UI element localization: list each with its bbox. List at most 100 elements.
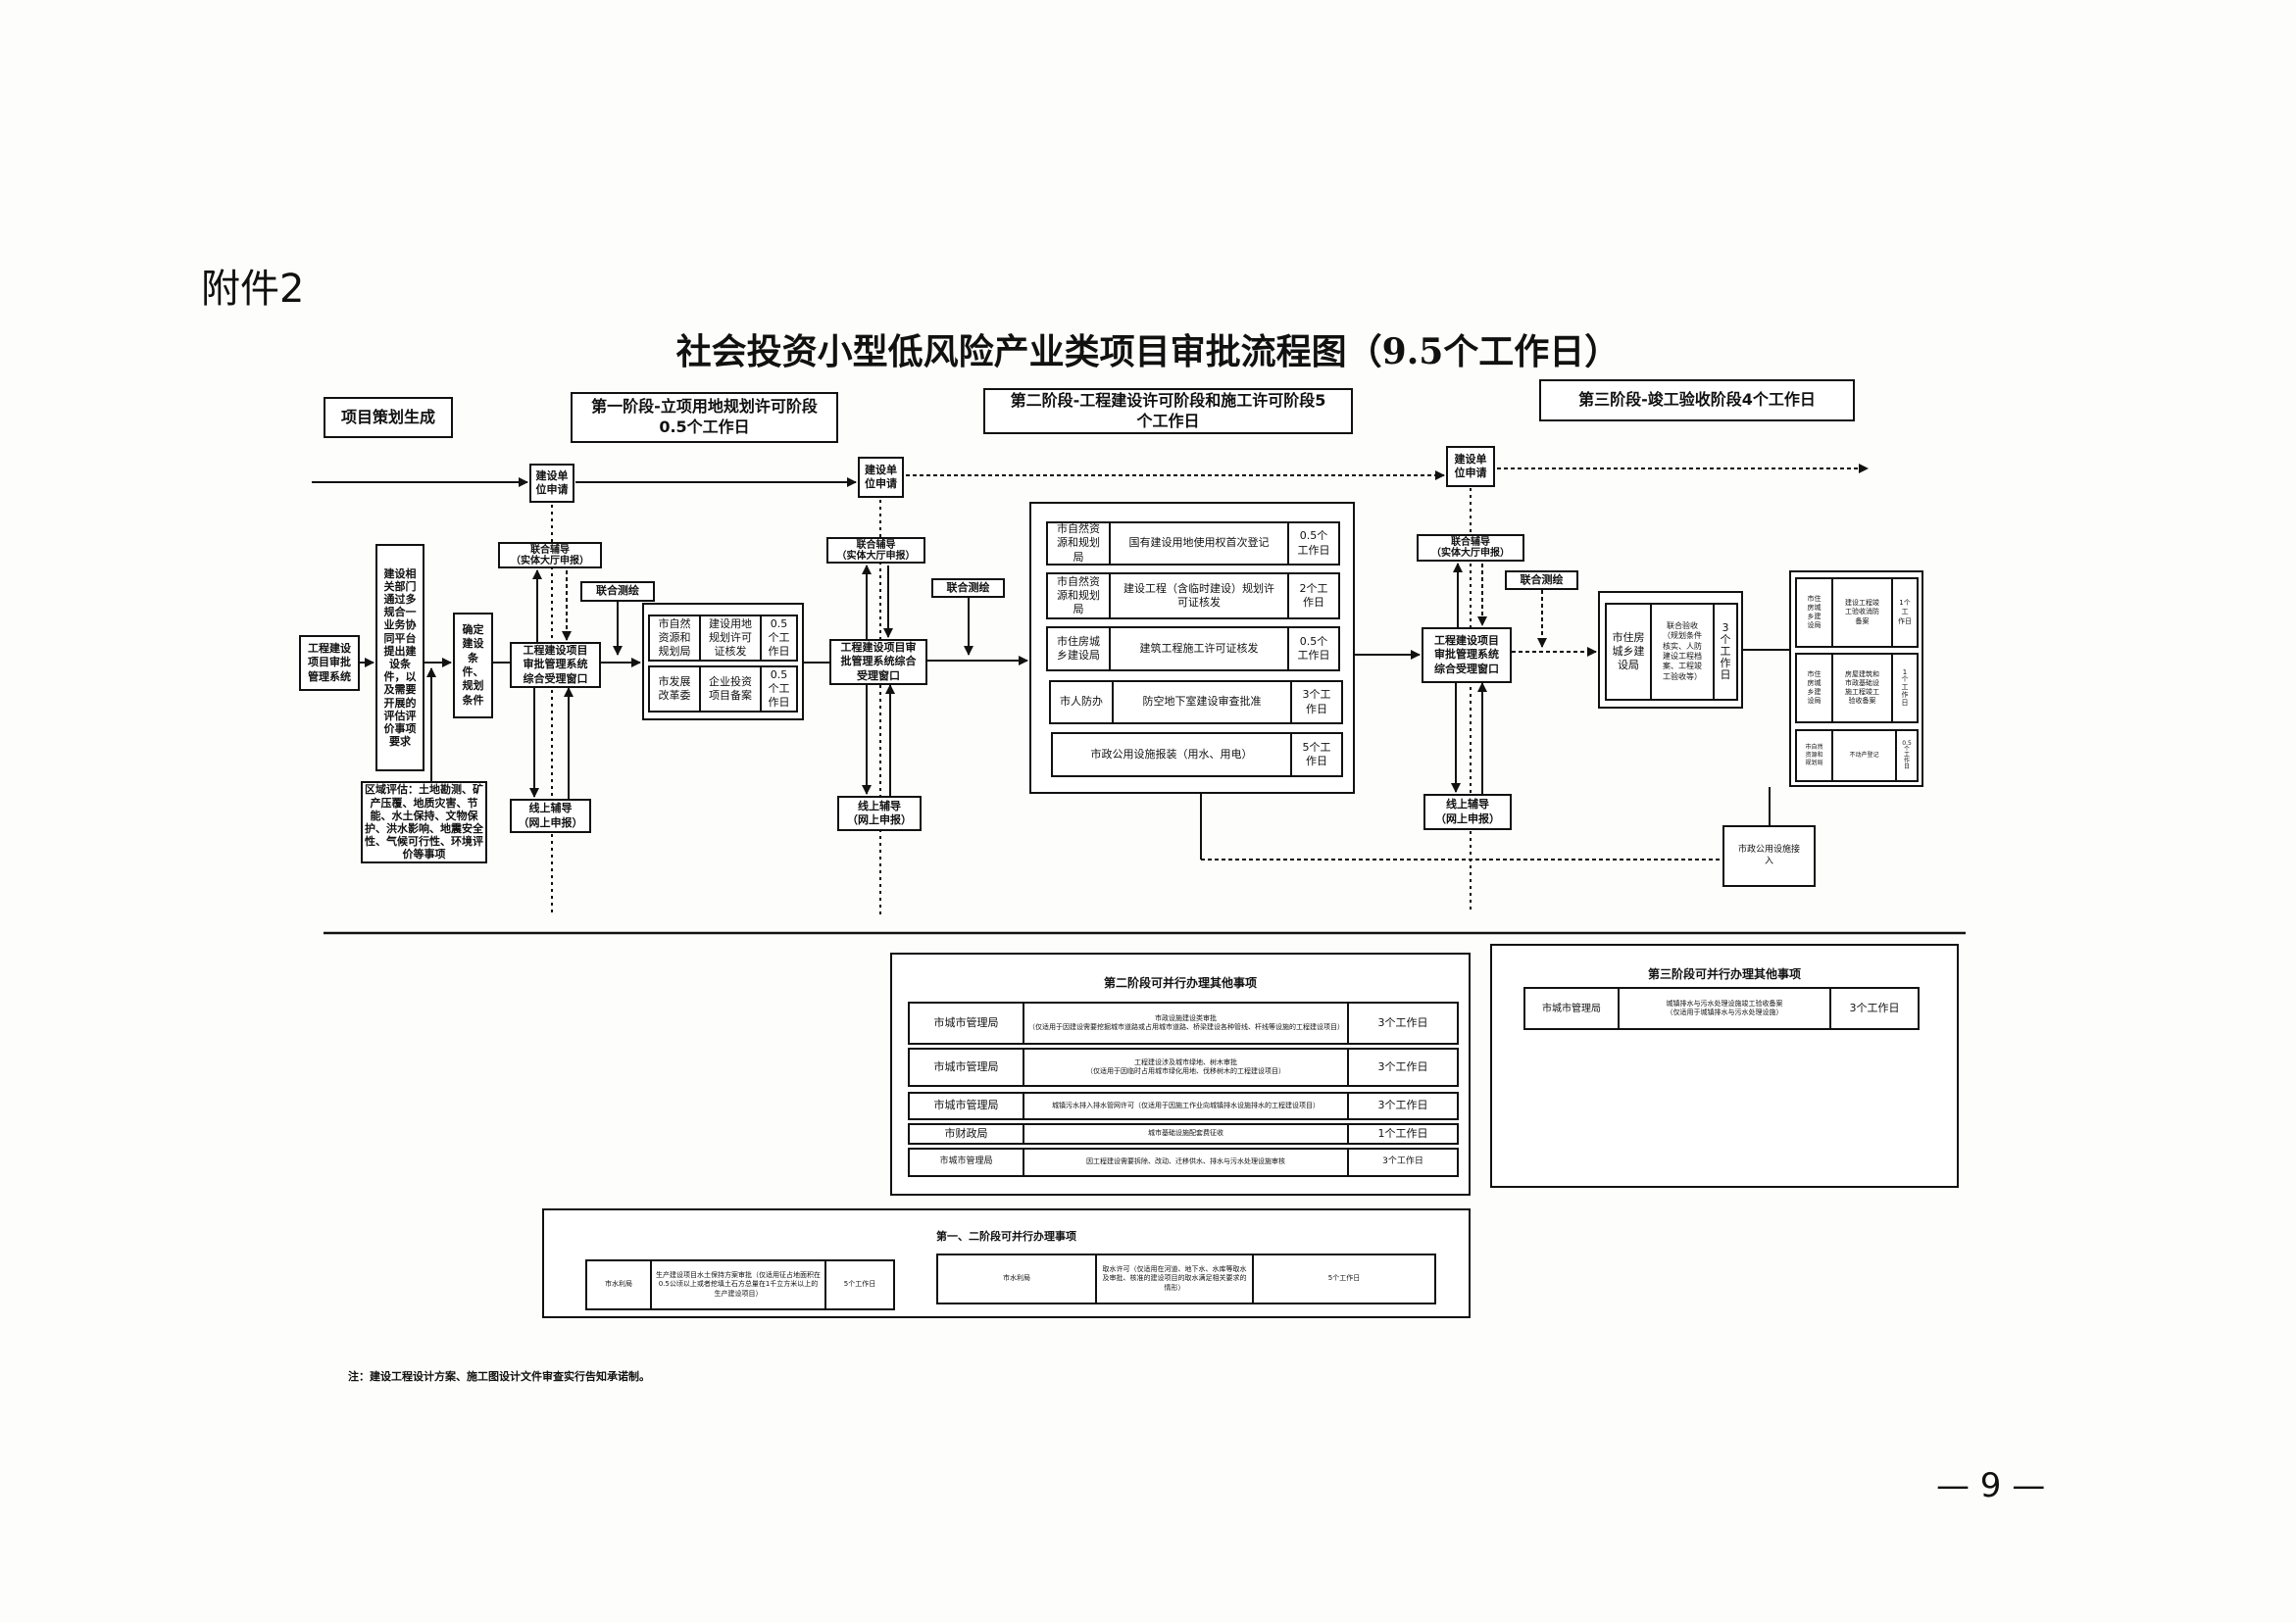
item-cell: 工程建设涉及城市绿地、树木审批 （仅适用于因临时占用城市绿化用地、伐移树木的工程… bbox=[1023, 1050, 1347, 1085]
joint-survey-box-2: 联合测绘 bbox=[931, 578, 1005, 598]
parallel-stage2-panel: 第二阶段可并行办理其他事项 市城市管理局 市政设施建设类审批 （仅适用于因建设需… bbox=[890, 953, 1471, 1196]
stage2-item-row: 市政公用设施报装（用水、用电） 5个工 作日 bbox=[1051, 732, 1343, 777]
attachment-label: 附件2 bbox=[201, 267, 305, 312]
time-cell: 3个工作日 bbox=[1347, 1050, 1457, 1085]
dept-cell: 市财政局 bbox=[944, 1126, 988, 1140]
joint-acceptance-row: 市住房 城乡建 设局 联合验收 （规划条件 核实、人防 建设工程档 案、工程竣 … bbox=[1605, 603, 1738, 701]
parallel-stage2-row: 市城市管理局 工程建设涉及城市绿地、树木审批 （仅适用于因临时占用城市绿化用地、… bbox=[908, 1048, 1459, 1087]
dept-cell: 市城市管理局 bbox=[933, 1099, 999, 1112]
dept-cell: 市住房城 乡建设局 bbox=[1057, 634, 1100, 662]
item-cell: 生产建设项目水土保持方案审批（仅适用征占地面积在0.5公顷以上或者挖填土石方总量… bbox=[650, 1261, 824, 1308]
item-cell: 取水许可（仅适用在河道、地下水、水库等取水及审批、核准的建设项目的取水满足相关要… bbox=[1095, 1255, 1252, 1303]
stage2-item-row: 市自然资 源和规划 局 国有建设用地使用权首次登记 0.5个 工作日 bbox=[1046, 521, 1340, 566]
item-cell: 市政公用设施报装（用水、用电） bbox=[1090, 747, 1253, 761]
dept-cell: 市城市管理局 bbox=[933, 1059, 999, 1073]
time-cell: 3个工 作日 bbox=[1290, 682, 1341, 722]
stage-header-planning: 项目策划生成 bbox=[324, 397, 453, 438]
joint-survey-box-3: 联合测绘 bbox=[1505, 570, 1578, 590]
dept-cell: 市住 房城 乡建 设局 bbox=[1807, 669, 1822, 706]
item-cell: 市政设施建设类审批 （仅适用于因建设需要挖掘城市道路或占用城市道路、桥梁建设各种… bbox=[1023, 1004, 1347, 1043]
dept-cell: 市水利局 bbox=[605, 1280, 632, 1289]
page-number: — 9 — bbox=[1936, 1466, 2046, 1505]
stage3-final-group: 市住 房城 乡建 设局 建设工程竣 工验收消防 备案 1个 工 作日 市住 房城… bbox=[1789, 570, 1923, 787]
dept-cell: 市发展 改革委 bbox=[658, 674, 691, 702]
stage-header-stage3: 第三阶段-竣工验收阶段4个工作日 bbox=[1539, 379, 1855, 421]
time-cell: 3个工作日 bbox=[1347, 1004, 1457, 1043]
dept-cell: 市自然 资源和 规划局 bbox=[1805, 744, 1823, 766]
receipt-window-3: 工程建设项目 审批管理系统 综合受理窗口 bbox=[1422, 627, 1512, 683]
parallel-stage3-panel: 第三阶段可并行办理其他事项 市城市管理局 城镇排水与污水处理设施竣工验收备案 （… bbox=[1490, 944, 1959, 1188]
stage-header-stage1: 第一阶段-立项用地规划许可阶段 0.5个工作日 bbox=[571, 392, 838, 443]
dept-cell: 市城市管理局 bbox=[933, 1015, 999, 1029]
parallel-stage2-heading: 第二阶段可并行办理其他事项 bbox=[1103, 976, 1257, 990]
item-cell: 房屋建筑和 市政基础设 施工程竣工 验收备案 bbox=[1831, 655, 1891, 721]
time-cell: 0.5 个 工 作 日 bbox=[1895, 731, 1917, 780]
time-cell: 5个工作日 bbox=[1252, 1255, 1434, 1303]
parallel-stage2-row: 市城市管理局 市政设施建设类审批 （仅适用于因建设需要挖掘城市道路或占用城市道路… bbox=[908, 1002, 1459, 1045]
stage1-approval-group: 市自然 资源和 规划局 建设用地 规划许可 证核发 0.5 个工 作日 市发展 … bbox=[642, 603, 804, 720]
applicant-box-2: 建设单 位申请 bbox=[858, 457, 904, 498]
item-cell: 企业投资 项目备案 bbox=[699, 667, 760, 711]
item-cell: 城镇排水与污水处理设施竣工验收备案 （仅适用于城镇排水与污水处理设施） bbox=[1618, 989, 1829, 1028]
parallel-stage12-row: 市水利局 生产建设项目水土保持方案审批（仅适用征占地面积在0.5公顷以上或者挖填… bbox=[585, 1259, 895, 1310]
online-guidance-box-1: 线上辅导 （网上申报） bbox=[510, 799, 591, 833]
applicant-box-3: 建设单 位申请 bbox=[1446, 446, 1495, 487]
dept-cell: 市城市管理局 bbox=[939, 1156, 993, 1167]
offline-guidance-box-3: 联合辅导 （实体大厅申报） bbox=[1417, 534, 1524, 562]
approval-system-box: 工程建设 项目审批 管理系统 bbox=[299, 635, 360, 691]
joint-acceptance-group: 市住房 城乡建 设局 联合验收 （规划条件 核实、人防 建设工程档 案、工程竣 … bbox=[1598, 591, 1743, 709]
item-cell: 建筑工程施工许可证核发 bbox=[1109, 628, 1287, 669]
page-title: 社会投资小型低风险产业类项目审批流程图（9.5个工作日） bbox=[675, 331, 1621, 372]
joint-survey-box-1: 联合测绘 bbox=[580, 581, 655, 602]
dept-cell: 市住 房城 乡建 设局 bbox=[1807, 594, 1822, 630]
item-cell: 建设工程（含临时建设）规划许 可证核发 bbox=[1109, 574, 1287, 617]
time-cell: 0.5 个工 作日 bbox=[760, 667, 796, 711]
dept-cell: 市自然资 源和规划 局 bbox=[1057, 574, 1100, 616]
utility-connection-box: 市政公用设施接 入 bbox=[1722, 825, 1816, 887]
dept-cell: 市自然 资源和 规划局 bbox=[658, 616, 691, 659]
item-cell: 不动产登记 bbox=[1831, 731, 1895, 780]
offline-guidance-box-2: 联合辅导 （实体大厅申报） bbox=[826, 537, 925, 564]
dept-cell: 市住房 城乡建 设局 bbox=[1612, 630, 1645, 672]
stage1-item-row: 市自然 资源和 规划局 建设用地 规划许可 证核发 0.5 个工 作日 bbox=[648, 615, 798, 662]
stage2-approval-group: 市自然资 源和规划 局 国有建设用地使用权首次登记 0.5个 工作日 市自然资 … bbox=[1029, 502, 1355, 794]
item-cell: 城市基础设施配套费征收 bbox=[1023, 1125, 1347, 1143]
time-cell: 1个工作日 bbox=[1347, 1125, 1457, 1143]
item-cell: 联合验收 （规划条件 核实、人防 建设工程档 案、工程竣 工验收等） bbox=[1650, 605, 1713, 699]
receipt-window-1: 工程建设项目 审批管理系统 综合受理窗口 bbox=[510, 642, 601, 688]
time-cell: 2个工 作日 bbox=[1287, 574, 1338, 617]
parallel-stage12-heading: 第一、二阶段可并行办理事项 bbox=[936, 1230, 1076, 1243]
time-cell: 5个工 作日 bbox=[1290, 734, 1341, 775]
time-cell: 0.5 个工 作日 bbox=[760, 616, 796, 660]
time-cell: 1个 工 作日 bbox=[1891, 579, 1917, 646]
online-guidance-box-3: 线上辅导 （网上申报） bbox=[1423, 794, 1512, 830]
confirm-conditions-box: 确定 建设 条 件、 规划 条件 bbox=[453, 613, 493, 718]
parallel-stage2-row: 市城市管理局 城镇污水排入排水管网许可（仅适用于因施工作业向城镇排水设施排水的工… bbox=[908, 1092, 1459, 1120]
stage2-item-row: 市住房城 乡建设局 建筑工程施工许可证核发 0.5个 工作日 bbox=[1046, 626, 1340, 671]
dept-cell: 市城市管理局 bbox=[1542, 1003, 1601, 1014]
dept-cell: 市水利局 bbox=[1003, 1274, 1030, 1283]
online-guidance-box-2: 线上辅导 （网上申报） bbox=[837, 796, 922, 831]
stage2-item-row: 市人防办 防空地下室建设审查批准 3个工 作日 bbox=[1049, 680, 1343, 724]
offline-guidance-box-1: 联合辅导 （实体大厅申报） bbox=[498, 542, 602, 568]
time-cell: 3 个 工 作 日 bbox=[1713, 605, 1736, 699]
item-cell: 国有建设用地使用权首次登记 bbox=[1109, 523, 1287, 564]
regional-assessment-box: 区域评估：土地勘测、矿产压覆、地质灾害、节能、水土保持、文物保护、洪水影响、地震… bbox=[361, 781, 487, 863]
applicant-box-1: 建设单 位申请 bbox=[529, 464, 574, 503]
item-cell: 防空地下室建设审查批准 bbox=[1112, 682, 1290, 722]
stage3-final-row: 市自然 资源和 规划局 不动产登记 0.5 个 工 作 日 bbox=[1795, 729, 1919, 782]
time-cell: 0.5个 工作日 bbox=[1287, 628, 1338, 669]
dept-cell: 市自然资 源和规划 局 bbox=[1057, 522, 1100, 564]
parallel-stage3-heading: 第三阶段可并行办理其他事项 bbox=[1647, 967, 1801, 981]
receipt-window-2: 工程建设项目审 批管理系统综合 受理窗口 bbox=[829, 639, 927, 685]
footnote: 注：建设工程设计方案、施工图设计文件审查实行告知承诺制。 bbox=[348, 1370, 650, 1383]
parallel-stage2-row: 市城市管理局 因工程建设需要拆除、改动、迁移供水、排水与污水处理设施审核 3个工… bbox=[908, 1148, 1459, 1177]
parallel-stage2-row: 市财政局 城市基础设施配套费征收 1个工作日 bbox=[908, 1123, 1459, 1145]
item-cell: 建设用地 规划许可 证核发 bbox=[699, 616, 760, 660]
time-cell: 3个工作日 bbox=[1829, 989, 1918, 1028]
departments-conditions-box: 建设相 关部门 通过多 规合一 业务协 同平台 提出建 设条 件，以 及需要 开… bbox=[375, 544, 424, 771]
stage3-final-row: 市住 房城 乡建 设局 建设工程竣 工验收消防 备案 1个 工 作日 bbox=[1795, 577, 1919, 648]
parallel-stage3-row: 市城市管理局 城镇排水与污水处理设施竣工验收备案 （仅适用于城镇排水与污水处理设… bbox=[1523, 987, 1920, 1030]
dept-cell: 市人防办 bbox=[1060, 695, 1103, 709]
stage1-item-row: 市发展 改革委 企业投资 项目备案 0.5 个工 作日 bbox=[648, 665, 798, 713]
